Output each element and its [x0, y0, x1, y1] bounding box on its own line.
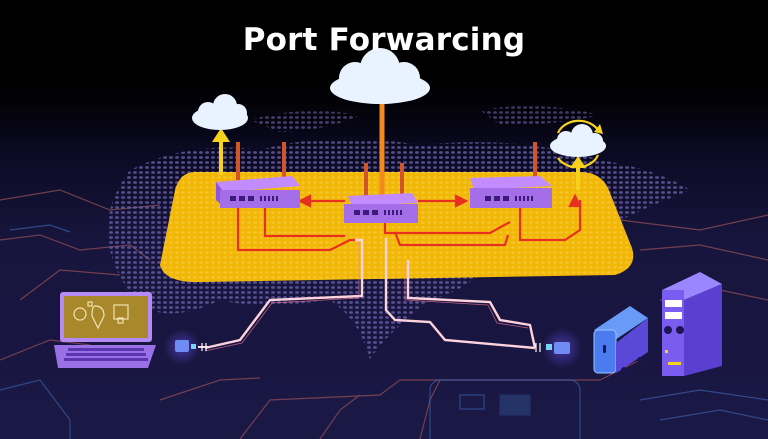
- router-left: [216, 142, 300, 208]
- device-left: [164, 329, 210, 365]
- server-small: [593, 306, 648, 374]
- sync-icon: [556, 119, 603, 169]
- page-title: Port Forwarcing: [242, 22, 526, 58]
- cloud-right: [550, 119, 606, 169]
- cloud-center: [330, 48, 430, 104]
- laptop-screen-icons: [73, 301, 129, 330]
- cloud-left: [192, 94, 248, 130]
- cloud-icon: [192, 94, 248, 130]
- cloud-icon: [550, 124, 606, 157]
- keyboard: [64, 348, 148, 361]
- server-tower: [662, 272, 722, 376]
- ethernet-ports: [485, 196, 533, 201]
- ethernet-ports: [354, 210, 402, 215]
- network-cables: [204, 238, 537, 350]
- laptop: [54, 292, 156, 368]
- ethernet-ports: [230, 196, 278, 201]
- cable-glow: [204, 242, 529, 352]
- circuit-traces-blue: [0, 224, 768, 439]
- cloud-links: [212, 100, 586, 196]
- forward-arrows: [297, 193, 582, 208]
- router-connections: [236, 200, 582, 252]
- router-center: [344, 163, 418, 223]
- cloud-icon: [330, 48, 430, 104]
- router-right: [470, 142, 552, 208]
- device-right: [535, 328, 582, 368]
